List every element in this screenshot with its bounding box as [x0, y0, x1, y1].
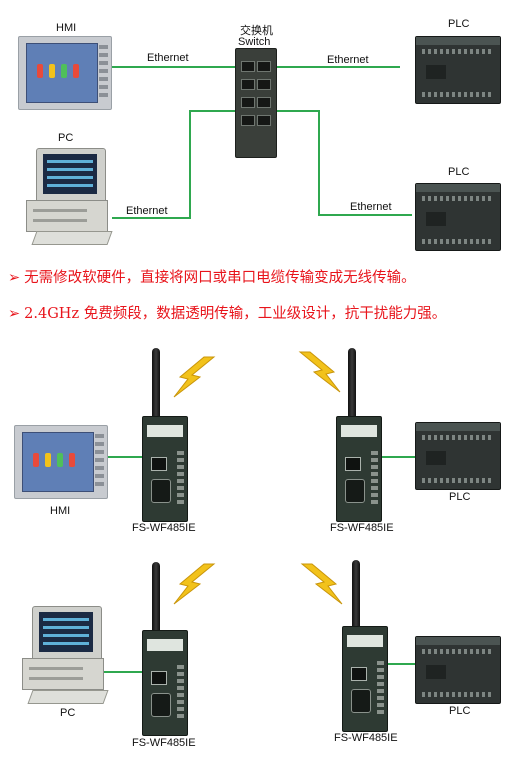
arrow-bullet-icon: ➢ — [8, 270, 21, 286]
ethernet-label-plc2: Ethernet — [350, 201, 392, 213]
lightning-bolt-icon — [300, 563, 343, 605]
plc-label-wireless-2: PLC — [449, 705, 471, 717]
plc-label-2: PLC — [448, 166, 470, 178]
keyboard-icon — [31, 231, 113, 245]
plc-icon — [415, 636, 501, 704]
module-label: FS-WF485IE — [330, 522, 394, 534]
module-label: FS-WF485IE — [334, 732, 398, 744]
feature-line-1: ➢无需修改软硬件，直接将网口或串口电缆传输变成无线传输。 — [8, 270, 416, 286]
wire-switch-plc2 — [274, 110, 412, 216]
antenna-icon — [152, 348, 160, 420]
ethernet-label-pc: Ethernet — [126, 205, 168, 217]
ethernet-label-hmi: Ethernet — [147, 52, 189, 64]
pc-label-wireless: PC — [60, 707, 76, 719]
antenna-icon — [348, 348, 356, 420]
hmi-label: HMI — [56, 22, 77, 34]
ethernet-label-plc1: Ethernet — [327, 54, 369, 66]
plc-label-wireless-1: PLC — [449, 491, 471, 503]
hmi-label-wireless: HMI — [50, 505, 71, 517]
pc-monitor-icon — [32, 606, 102, 662]
feature-line-2: ➢2.4GHz 免费频段，数据透明传输，工业级设计，抗干扰能力强。 — [8, 306, 447, 322]
ethernet-switch-icon — [235, 48, 277, 158]
wire-pc-switch — [112, 110, 236, 219]
antenna-icon — [352, 560, 360, 632]
pc-case-icon — [26, 200, 108, 232]
module-label: FS-WF485IE — [132, 737, 196, 749]
plc-icon — [415, 36, 501, 104]
keyboard-icon — [27, 690, 109, 704]
pc-monitor-icon — [36, 148, 106, 204]
hmi-panel-icon — [14, 425, 108, 499]
arrow-bullet-icon: ➢ — [8, 306, 21, 322]
wireless-module-icon — [342, 626, 388, 732]
hmi-panel-icon — [18, 36, 112, 110]
module-label: FS-WF485IE — [132, 522, 196, 534]
lightning-bolt-icon — [298, 351, 341, 393]
wireless-module-icon — [142, 630, 188, 736]
wireless-module-icon — [336, 416, 382, 522]
pc-label: PC — [58, 132, 74, 144]
plc-label-1: PLC — [448, 18, 470, 30]
wireless-module-icon — [142, 416, 188, 522]
switch-label-en: Switch — [238, 36, 271, 48]
pc-case-icon — [22, 658, 104, 690]
lightning-bolt-icon — [173, 356, 216, 398]
antenna-icon — [152, 562, 160, 634]
switch-label-cn: 交换机 — [240, 25, 273, 37]
lightning-bolt-icon — [173, 563, 216, 605]
plc-icon — [415, 183, 501, 251]
plc-icon — [415, 422, 501, 490]
